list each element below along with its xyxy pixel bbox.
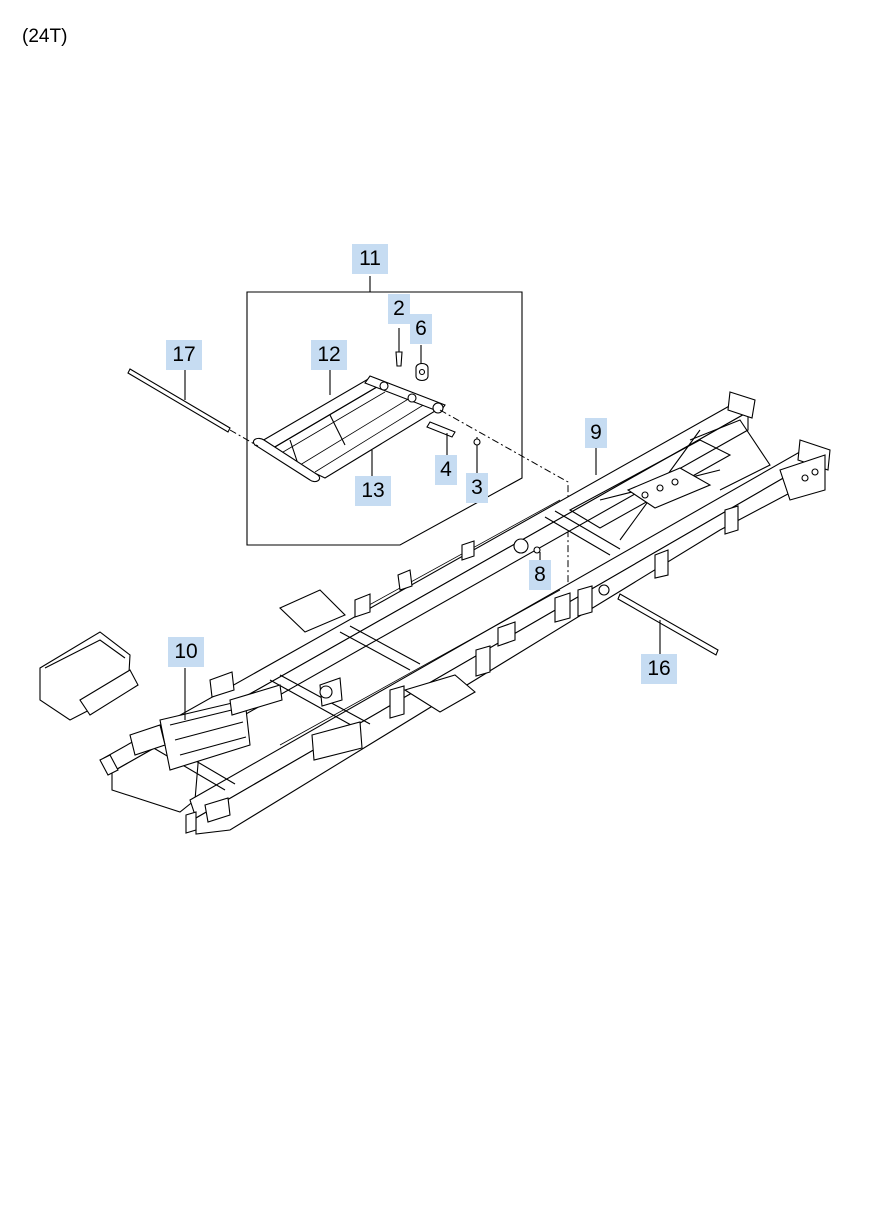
spare-tire-carrier [252,375,456,483]
callout-13[interactable]: 13 [355,476,391,506]
leader-lines [184,370,597,720]
chassis-frame [39,391,831,835]
callout-4[interactable]: 4 [435,455,457,485]
callout-10[interactable]: 10 [168,637,204,667]
callout-2[interactable]: 2 [388,294,410,324]
carrier-hardware [395,328,481,475]
callout-12[interactable]: 12 [311,340,347,370]
assembly-box-11 [246,276,523,546]
callout-8[interactable]: 8 [529,560,551,590]
callout-17[interactable]: 17 [166,340,202,370]
rod-16 [598,584,719,656]
callout-11[interactable]: 11 [352,244,388,274]
callout-16[interactable]: 16 [641,654,677,684]
callout-3[interactable]: 3 [466,473,488,503]
callout-9[interactable]: 9 [585,418,607,448]
variant-label: (24T) [22,26,68,47]
rod-17 [127,368,259,447]
callout-6[interactable]: 6 [410,314,432,344]
